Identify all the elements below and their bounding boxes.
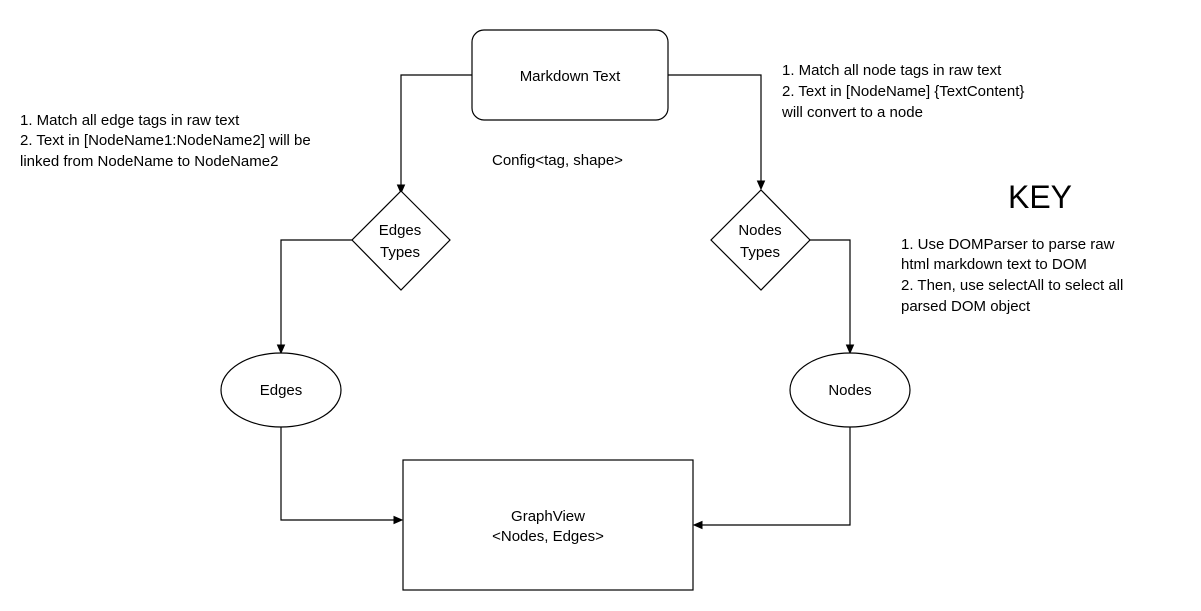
edge-rule-line-2: 2. Text in [NodeName1:NodeName2] will be: [20, 132, 311, 149]
connector-nodes-to-graphview: [701, 427, 851, 526]
node-rule-line-2: 2. Text in [NodeName] {TextContent}: [782, 83, 1024, 100]
markdown-text-label: Markdown Text: [520, 68, 621, 85]
graphview-label-line1: GraphView: [511, 508, 585, 525]
key-title: KEY: [1008, 179, 1072, 215]
connector-edges-to-graphview: [280, 427, 395, 521]
connector-markdown-to-nodes-types: [668, 74, 762, 182]
edge-rule-line-3: linked from NodeName to NodeName2: [20, 153, 278, 170]
connector-markdown-to-edges-types: [400, 74, 472, 186]
node-rule-line-3: will convert to a node: [781, 104, 923, 121]
graphview-node: GraphView <Nodes, Edges>: [402, 459, 694, 591]
nodes-types-label-line1: Nodes: [738, 222, 781, 239]
key-legend: KEY 1. Use DOMParser to parse raw html m…: [901, 179, 1123, 315]
key-line-3: 2. Then, use selectAll to select all: [901, 277, 1123, 294]
connector-nodes-types-to-nodes: [810, 239, 851, 346]
edge-rule-line-1: 1. Match all edge tags in raw text: [20, 112, 240, 129]
arrowhead-nodes-types: [756, 180, 766, 191]
edge-rules-annotation: 1. Match all edge tags in raw text 2. Te…: [20, 112, 311, 170]
edges-types-label-line1: Edges: [379, 222, 422, 239]
key-line-4: parsed DOM object: [901, 298, 1031, 315]
connector-edges-types-to-edges: [280, 239, 352, 346]
markdown-text-node: Markdown Text: [471, 29, 669, 121]
nodes-label: Nodes: [828, 382, 871, 399]
nodes-types-label-line2: Types: [740, 244, 780, 261]
arrowhead-graphview-left: [393, 515, 404, 525]
edges-node: Edges: [220, 352, 342, 428]
key-line-1: 1. Use DOMParser to parse raw: [901, 236, 1115, 253]
edges-label: Edges: [260, 382, 303, 399]
edges-types-decision: Edges Types: [351, 190, 451, 291]
arrowhead-nodes: [845, 344, 855, 355]
arrowhead-graphview-right: [692, 520, 703, 530]
edges-types-label-line2: Types: [380, 244, 420, 261]
graphview-label-line2: <Nodes, Edges>: [492, 528, 604, 545]
nodes-node: Nodes: [789, 352, 911, 428]
key-line-2: html markdown text to DOM: [901, 256, 1087, 273]
arrowhead-edges-types: [396, 184, 406, 195]
nodes-types-decision: Nodes Types: [710, 189, 811, 291]
node-rule-line-1: 1. Match all node tags in raw text: [782, 62, 1002, 79]
arrowhead-edges: [276, 344, 286, 355]
node-rules-annotation: 1. Match all node tags in raw text 2. Te…: [781, 62, 1024, 121]
config-annotation: Config<tag, shape>: [492, 152, 623, 169]
